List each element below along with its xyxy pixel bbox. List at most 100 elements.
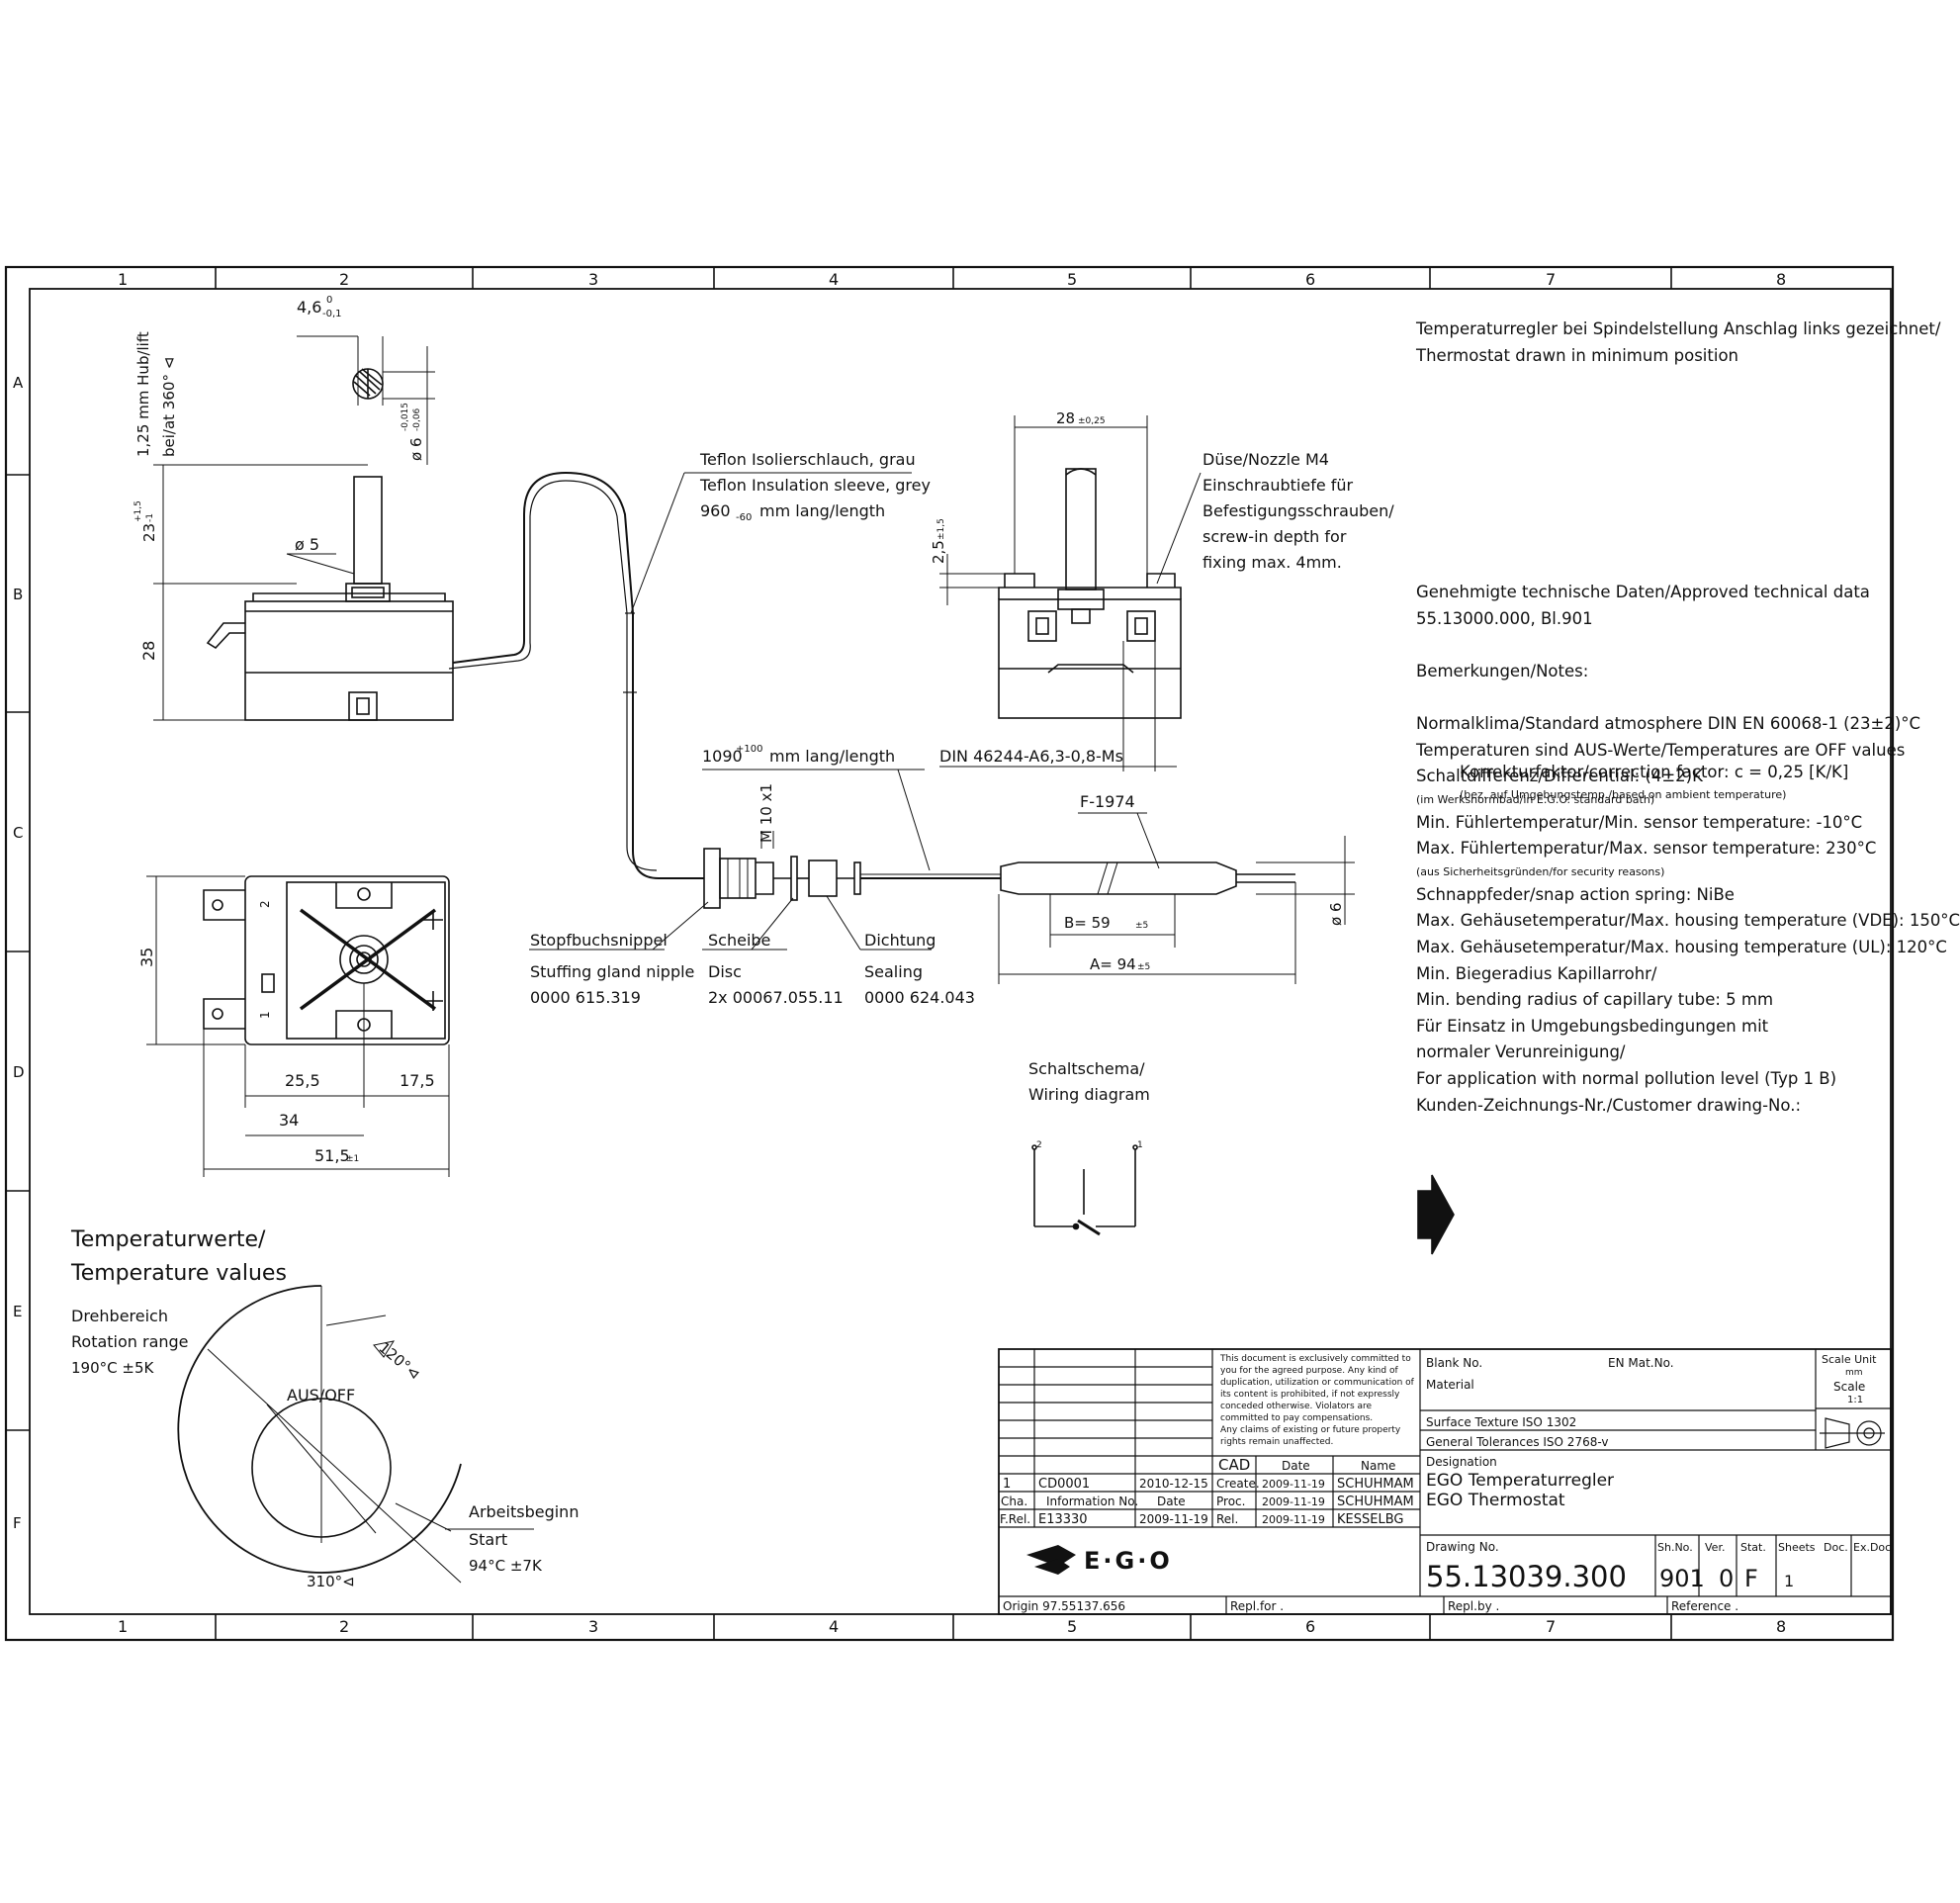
bottom-height-dim: 35 — [137, 948, 156, 967]
frame-column-5: 5 — [1067, 1617, 1077, 1636]
bottom-terminal-1: 1 — [258, 1011, 272, 1019]
col-date: Date — [1157, 1495, 1186, 1508]
note-line: Min. Biegeradius Kapillarrohr/ — [1416, 963, 1657, 983]
side-width-dim: 28 — [1056, 409, 1075, 427]
note-line: Für Einsatz in Umgebungsbedingungen mit — [1416, 1016, 1769, 1036]
dim-lift: 1,25 mm Hub/lift — [134, 331, 152, 457]
dim-shaft-diameter-tol-lower: -0,06 — [412, 408, 422, 431]
wiring-title-de: Schaltschema/ — [1028, 1059, 1145, 1078]
note-line: normaler Verunreinigung/ — [1416, 1042, 1626, 1062]
frame-row-D: D — [13, 1063, 25, 1081]
bottom-terminal-2: 2 — [258, 900, 272, 908]
temperature-dial — [177, 1285, 534, 1584]
note-line: Min. bending radius of capillary tube: 5… — [1416, 990, 1774, 1010]
blank-no-label: Blank No. — [1426, 1356, 1482, 1370]
title-block-grid — [998, 1348, 1892, 1615]
frel-label: F.Rel. — [1000, 1512, 1030, 1526]
start-value: 94°C ±7K — [469, 1557, 543, 1575]
proc-date: 2009-11-19 — [1262, 1495, 1325, 1508]
scale-value: 1:1 — [1847, 1395, 1863, 1405]
dial-angle-310: 310°⊲ — [307, 1573, 355, 1590]
capillary-length-unit: mm lang/length — [769, 747, 895, 766]
note-line: For application with normal pollution le… — [1416, 1069, 1837, 1089]
wiring-terminal-2: 2 — [1036, 1140, 1042, 1150]
dim-shaft-height: 23 — [140, 523, 158, 542]
remarks-heading: Bemerkungen/Notes: — [1416, 661, 1589, 680]
proc-label: Proc. — [1216, 1495, 1245, 1508]
disclaimer-line: you for the agreed purpose. Any kind of — [1220, 1366, 1398, 1376]
disc-label-de: Scheibe — [708, 931, 770, 950]
notes-list: Normalklima/Standard atmosphere DIN EN 6… — [1416, 711, 1960, 1115]
sensor-dim-b-tol: ±5 — [1135, 921, 1148, 931]
dim-collar: ø 5 — [295, 535, 319, 554]
rotation-range-value: 190°C ±5K — [71, 1359, 154, 1377]
dim-shaft-flat-tol-lower: -0,1 — [322, 309, 342, 319]
notes-heading-en: Thermostat drawn in minimum position — [1416, 345, 1738, 365]
note-line: Normalklima/Standard atmosphere DIN EN 6… — [1416, 713, 1921, 733]
gland-label-en: Stuffing gland nipple — [530, 962, 694, 981]
side-height-dim: 2,5 — [930, 540, 947, 564]
sheet-no-label: Sh.No. — [1657, 1541, 1693, 1554]
status-label: Stat. — [1740, 1541, 1766, 1554]
nozzle-label-4: screw-in depth for — [1203, 527, 1347, 546]
note-line: (aus Sicherheitsgründen/for security rea… — [1416, 864, 1665, 878]
replaced-for: Repl.for . — [1230, 1599, 1284, 1613]
teflon-sleeve-label-en: Teflon Insulation sleeve, grey — [699, 476, 931, 495]
teflon-sleeve-length-tol: -60 — [736, 512, 752, 523]
approved-data: Genehmigte technische Daten/Approved tec… — [1416, 582, 1870, 601]
frel-info: E13330 — [1038, 1512, 1088, 1527]
scale-unit-value: mm — [1845, 1368, 1863, 1378]
approved-data-ref: 55.13000.000, Bl.901 — [1416, 608, 1593, 628]
wiring-title-en: Wiring diagram — [1028, 1085, 1150, 1104]
en-mat-no-label: EN Mat.No. — [1608, 1356, 1674, 1370]
disclaimer-line: rights remain unaffected. — [1220, 1437, 1333, 1447]
note-line: Schnappfeder/snap action spring: NiBe — [1416, 884, 1735, 904]
seal-part-no: 0000 624.043 — [864, 988, 975, 1007]
disc-part-no: 2x 00067.055.11 — [708, 988, 844, 1007]
cad-label: CAD — [1218, 1456, 1250, 1474]
thermostat-bottom-view — [146, 875, 450, 1177]
rel-date: 2009-11-19 — [1262, 1513, 1325, 1526]
sensor-dim-a-tol: ±5 — [1137, 962, 1150, 972]
din-terminal-spec: DIN 46244-A6,3-0,8-Ms — [939, 747, 1123, 766]
disclaimer-line: its content is prohibited, if not expres… — [1220, 1390, 1400, 1400]
seal-label-en: Sealing — [864, 962, 923, 981]
sheets-label: Sheets — [1778, 1541, 1816, 1554]
side-height-tol: ±1,5 — [936, 518, 946, 540]
frame-column-7: 7 — [1546, 1617, 1556, 1636]
bottom-dim-d-tol: ±1 — [346, 1154, 359, 1164]
gland-label-de: Stopfbuchsnippel — [530, 931, 668, 950]
create-date: 2009-11-19 — [1262, 1478, 1325, 1491]
dim-shaft-flat: 4,6 — [297, 298, 321, 317]
rel-label: Rel. — [1216, 1512, 1238, 1526]
proc-name: SCHUHMAM — [1337, 1495, 1414, 1509]
note-line: Max. Gehäusetemperatur/Max. housing temp… — [1416, 911, 1960, 931]
capillary-length-tol: +100 — [736, 744, 762, 755]
teflon-sleeve-label-de: Teflon Isolierschlauch, grau — [699, 450, 916, 469]
ex-doc-label: Ex.Doc. — [1853, 1541, 1895, 1554]
start-label-en: Start — [469, 1530, 507, 1549]
frame-column-4: 4 — [829, 1617, 839, 1636]
replaced-by: Repl.by . — [1448, 1599, 1499, 1613]
disclaimer-line: Any claims of existing or future propert… — [1220, 1425, 1401, 1435]
rotation-range-de: Drehbereich — [71, 1307, 168, 1325]
nozzle-label-1: Düse/Nozzle M4 — [1203, 450, 1329, 469]
temp-values-title-de: Temperaturwerte/ — [70, 1227, 266, 1252]
bottom-dim-a: 25,5 — [285, 1071, 320, 1090]
frame-row-C: C — [13, 824, 23, 842]
disclaimer-line: duplication, utilization or communicatio… — [1220, 1378, 1415, 1388]
note-line: (im Werksnormbad/in E.G.O. standard bath… — [1416, 792, 1655, 806]
teflon-sleeve-length: 960 — [700, 501, 731, 520]
create-name: SCHUHMAM — [1337, 1477, 1414, 1492]
frame-column-1: 1 — [118, 1617, 128, 1636]
dial-off-label: AUS/OFF — [287, 1386, 355, 1405]
temp-values-title-en: Temperature values — [70, 1261, 287, 1286]
dim-body-height: 28 — [139, 641, 158, 661]
note-line: Min. Fühlertemperatur/Min. sensor temper… — [1416, 812, 1863, 832]
side-width-tol: ±0,25 — [1078, 416, 1106, 426]
thermostat-side-view — [939, 415, 1202, 771]
correction-arrow-icon — [1417, 1174, 1455, 1255]
frame-column-5: 5 — [1067, 270, 1077, 289]
